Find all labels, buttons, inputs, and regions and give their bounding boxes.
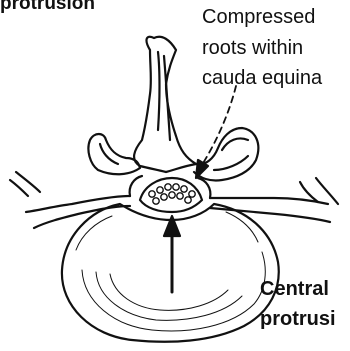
callout-line-1: Compressed: [202, 7, 315, 27]
right-transverse-process: [194, 128, 258, 181]
compressed-roots: [149, 184, 195, 204]
central-label: Central: [260, 279, 329, 299]
callout-line-2: roots within: [202, 38, 303, 58]
left-nerve-root: [26, 196, 130, 212]
left-transverse-process: [88, 134, 140, 174]
right-nerve-root: [210, 198, 328, 204]
callout-line-3: cauda equina: [202, 68, 322, 88]
protrusion-label: protrusi: [260, 309, 336, 329]
callout-leader: [200, 86, 236, 168]
top-cut-label: protrusion: [0, 0, 95, 13]
